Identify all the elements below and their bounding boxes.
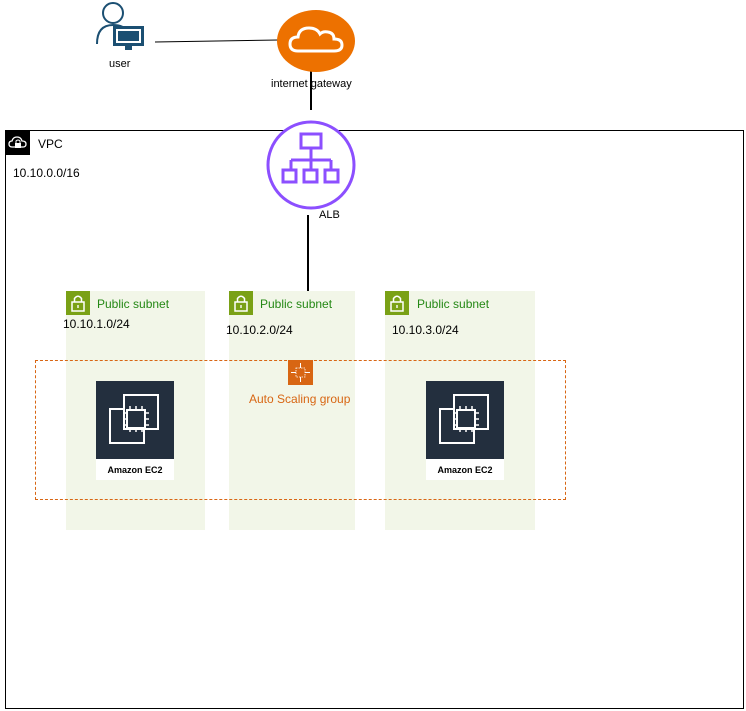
subnet-1-cidr: 10.10.1.0/24	[63, 317, 130, 331]
auto-scaling-group-label: Auto Scaling group	[249, 392, 351, 406]
lock-icon	[229, 291, 253, 315]
lock-icon	[385, 291, 409, 315]
ec2-instance-2: Amazon EC2	[426, 381, 504, 480]
subnet-2-cidr: 10.10.2.0/24	[226, 323, 293, 337]
internet-gateway-label: internet gateway	[271, 78, 352, 90]
ec2-label: Amazon EC2	[107, 465, 163, 475]
lock-icon	[66, 291, 90, 315]
subnet-3-cidr: 10.10.3.0/24	[392, 323, 459, 337]
ec2-chip-icon	[426, 381, 504, 459]
vpc-label: VPC	[38, 137, 63, 151]
vpc-container	[5, 130, 744, 709]
cloud-icon	[276, 9, 356, 74]
vpc-cidr: 10.10.0.0/16	[13, 166, 80, 180]
user-label: user	[109, 58, 131, 70]
vpc-cloud-lock-icon	[5, 130, 30, 155]
user-to-gateway-line	[154, 39, 279, 43]
user-computer-icon	[94, 0, 148, 52]
ec2-chip-icon	[96, 381, 174, 459]
subnet-3-label: Public subnet	[417, 297, 490, 311]
ec2-instance-1: Amazon EC2	[96, 381, 174, 480]
subnet-2-label: Public subnet	[260, 297, 333, 311]
alb-label: ALB	[319, 209, 340, 221]
auto-scaling-icon	[288, 360, 313, 385]
public-subnet-2	[229, 291, 355, 530]
subnet-1-label: Public subnet	[97, 297, 170, 311]
ec2-label: Amazon EC2	[437, 465, 493, 475]
load-balancer-icon	[266, 120, 356, 210]
